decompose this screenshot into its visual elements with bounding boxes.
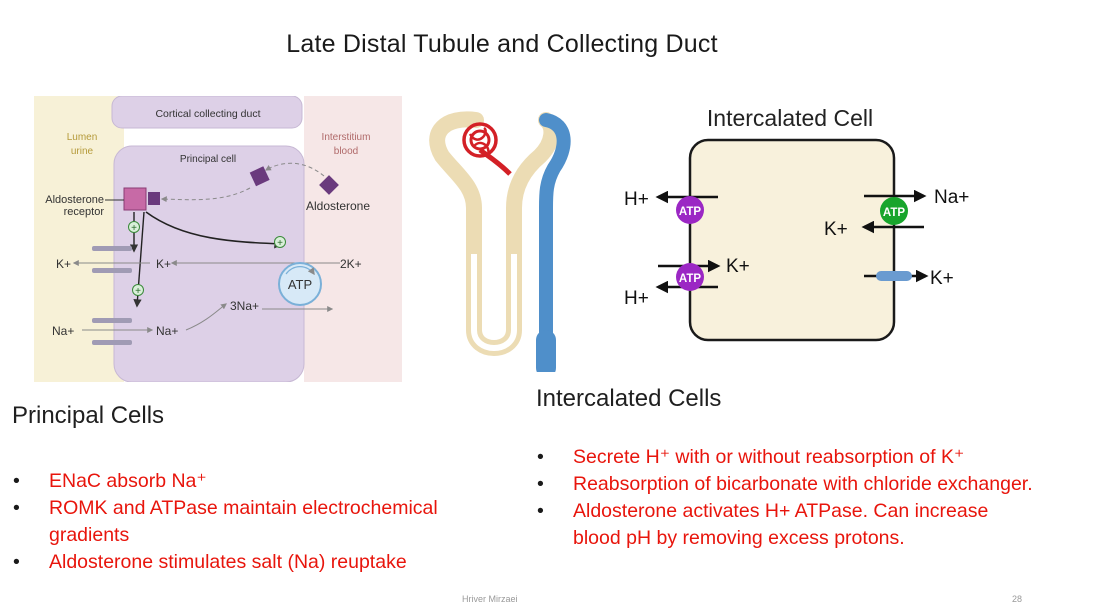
k-cell-label: K+ (156, 257, 171, 271)
svg-text:ATP: ATP (679, 206, 701, 218)
h-label-top: H+ (624, 189, 649, 210)
principal-cell-label: Principal cell (180, 154, 236, 165)
na-k-atpase-pump (880, 197, 908, 225)
intercalated-cell-diagram: Intercalated Cell ATP H+ ATP K+ H+ ATP N… (624, 105, 969, 342)
signal-arrow-atpase (145, 211, 284, 249)
svg-text:ATP: ATP (883, 207, 905, 219)
blood-label: blood (334, 146, 358, 157)
plus-badge-atpase (274, 236, 286, 248)
k-lumen-label: K+ (56, 257, 71, 271)
bound-aldosterone (148, 192, 160, 205)
na-label: Na+ (934, 187, 969, 208)
afferent-vessel (478, 147, 512, 176)
plus-badge-enac (132, 284, 144, 296)
na-cell-label: Na+ (156, 324, 178, 338)
k-channel (876, 271, 912, 281)
ic-diagram-title: Intercalated Cell (707, 105, 873, 131)
aldosterone-receptor (123, 187, 147, 211)
principal-bullet: ENaC absorb Na⁺ (13, 468, 489, 495)
na-to-pump-arrow (185, 303, 227, 331)
lumen-region (34, 96, 124, 382)
h-label-bottom: H+ (624, 288, 649, 309)
urine-label: urine (71, 146, 94, 157)
aldosterone-molecule-blood (319, 175, 339, 195)
atp-label: ATP (288, 277, 312, 292)
romk-channel (92, 246, 132, 273)
k2-label: 2K+ (340, 257, 362, 271)
hk-atpase-pump (676, 263, 704, 291)
footer-page-number: 28 (1012, 594, 1023, 604)
interstitium-label: Interstitium (322, 132, 371, 143)
principal-cells-list: ENaC absorb Na⁺ ROMK and ATPase maintain… (13, 468, 489, 576)
aldosterone-molecule-cell (249, 166, 270, 187)
k-label-left: K+ (726, 256, 750, 277)
aldosterone-label: Aldosterone (306, 199, 370, 213)
principal-bullet: Aldosterone stimulates salt (Na) reuptak… (13, 549, 489, 576)
duct-header (111, 96, 303, 129)
footer-author: Hriver Mirzaei (462, 594, 518, 604)
aldosterone-entry-path (264, 162, 325, 177)
principal-cells-heading: Principal Cells (12, 402, 165, 429)
enac-channel (92, 318, 132, 345)
glomerulus (462, 122, 498, 158)
svg-text:+: + (131, 223, 137, 234)
ic-bullet: Reabsorption of bicarbonate with chlorid… (537, 471, 1033, 498)
intercalated-cell-body (688, 138, 896, 342)
svg-text:+: + (277, 238, 283, 249)
slide-footer: Hriver Mirzaei 28 (0, 594, 1104, 604)
nephron-illustration (429, 111, 571, 372)
nephron-tubule (429, 111, 560, 356)
interstitium-region (304, 96, 402, 382)
lumen-label: Lumen (67, 132, 98, 143)
aldosterone-binding-path (160, 187, 251, 203)
na-lumen-label: Na+ (52, 324, 74, 338)
intercalated-cells-list: Secrete H⁺ with or without reabsorption … (537, 444, 1033, 552)
slide-title: Late Distal Tubule and Collecting Duct (286, 30, 718, 58)
principal-bullet: ROMK and ATPase maintain electrochemical… (13, 495, 489, 549)
h-atpase-pump (676, 196, 704, 224)
intercalated-cells-heading: Intercalated Cells (536, 385, 722, 412)
ic-bullet: Aldosterone activates H+ ATPase. Can inc… (537, 498, 1033, 552)
principal-cell-body (113, 145, 305, 382)
plus-badge-romk (128, 221, 140, 233)
k-label-mid: K+ (824, 219, 848, 240)
principal-cell-diagram: Cortical collecting duct Lumen urine Int… (34, 96, 402, 382)
receptor-label-2: receptor (64, 206, 105, 218)
na3-label: 3Na+ (230, 299, 259, 313)
k-label-right: K+ (930, 268, 954, 289)
receptor-label: Aldosterone (45, 194, 104, 206)
ic-bullet: Secrete H⁺ with or without reabsorption … (537, 444, 1033, 471)
cortical-duct-label: Cortical collecting duct (155, 108, 260, 120)
collecting-duct (539, 113, 571, 369)
svg-text:+: + (135, 286, 141, 297)
svg-text:ATP: ATP (679, 273, 701, 285)
